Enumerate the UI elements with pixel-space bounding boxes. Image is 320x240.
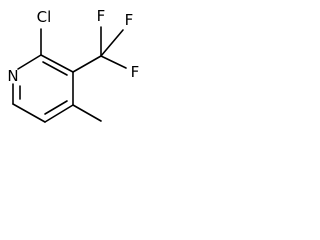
bond-c3-cf3 bbox=[72, 55, 102, 73]
bond-cf3-f-right bbox=[100, 55, 127, 69]
bond-c4-methyl bbox=[72, 104, 102, 122]
bond-cf3-f-top-right bbox=[100, 29, 124, 57]
atom-fluorine-right: F bbox=[131, 63, 140, 81]
bond-c2-c3 bbox=[40, 54, 74, 73]
bond-c4-c5-inner bbox=[44, 100, 68, 115]
molecule-structure: N Cl F F F bbox=[7, 7, 140, 123]
bond-c5-c6 bbox=[12, 103, 46, 123]
bond-c2-c3-inner bbox=[42, 61, 68, 76]
atom-chlorine: Cl bbox=[37, 8, 52, 26]
bond-c4-c5 bbox=[44, 104, 74, 123]
atom-fluorine-top-left: F bbox=[97, 7, 106, 25]
atom-fluorine-top-right: F bbox=[125, 11, 134, 29]
bond-n-c2 bbox=[17, 54, 42, 70]
atom-nitrogen: N bbox=[7, 67, 18, 85]
